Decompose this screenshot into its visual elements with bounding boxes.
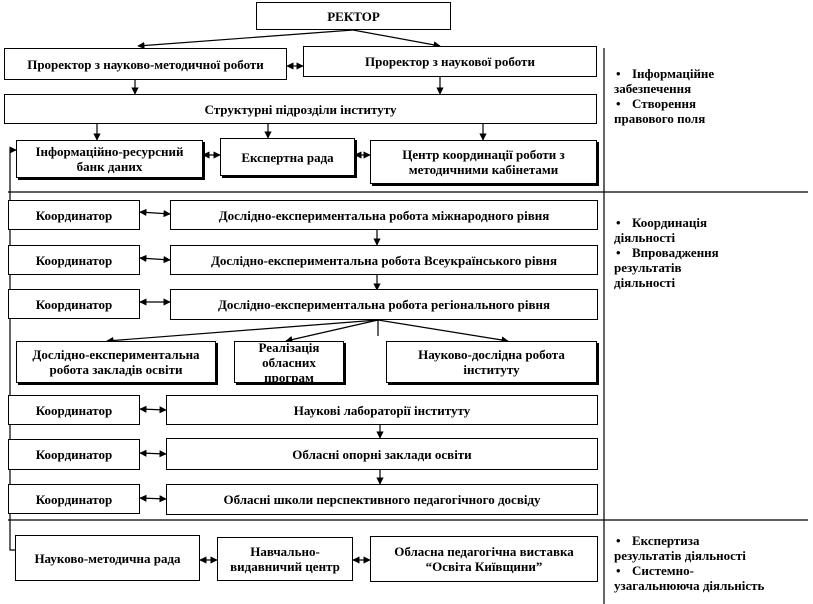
research-line2: інституту	[463, 362, 520, 377]
structural-units-label: Структурні підрозділи інституту	[204, 101, 397, 117]
coordinator-box: Координатор	[8, 200, 140, 230]
coordinator-box: Координатор	[8, 289, 140, 319]
experimental-regional-label: Дослідно-експериментальна робота регіона…	[217, 297, 551, 312]
coord-center-line2: методичними кабінетами	[408, 162, 559, 177]
experimental-international-box: Дослідно-експериментальна робота міжнаро…	[170, 200, 598, 230]
expert-council-box: Експертна рада	[220, 138, 355, 176]
note-item: Впровадження	[614, 245, 810, 260]
info-bank-line2: банк даних	[76, 159, 143, 174]
support-schools-box: Обласні опорні заклади освіти	[166, 438, 598, 470]
prorector-scientific-methodical-label: Проректор з науково-методичної роботи	[27, 56, 264, 72]
rector-label: РЕКТОР	[327, 8, 380, 24]
publishing-line1: Навчально-	[250, 544, 320, 559]
coordinator-label: Координатор	[35, 447, 113, 462]
experience-schools-label: Обласні школи перспективного педагогічно…	[223, 492, 541, 507]
expert-council-label: Експертна рада	[241, 149, 334, 165]
notes-section-3: Експертиза результатів діяльності Систем…	[614, 533, 810, 593]
experimental-international-label: Дослідно-експериментальна робота міжнаро…	[218, 207, 550, 223]
prorector-scientific-methodical-box: Проректор з науково-методичної роботи	[4, 48, 287, 80]
coordinator-label: Координатор	[35, 296, 113, 312]
coordinator-label: Координатор	[35, 402, 113, 418]
research-line1: Науково-дослідна робота	[418, 347, 565, 362]
exhibition-line1: Обласна педагогічна виставка	[394, 544, 574, 559]
support-schools-label: Обласні опорні заклади освіти	[292, 446, 472, 462]
exhibition-line2: “Освіта Київщини”	[425, 559, 543, 574]
publishing-center-box: Навчально- видавничий центр	[217, 537, 353, 581]
programs-line1: Реалізація	[258, 339, 320, 355]
rector-box: РЕКТОР	[256, 2, 451, 30]
schools-line2: робота закладів освіти	[49, 362, 183, 377]
notes-section-2: Координація діяльності Впровадження резу…	[614, 215, 810, 290]
institute-research-box: Науково-дослідна робота інституту	[386, 341, 597, 383]
programs-line2: обласних програм	[262, 354, 316, 385]
publishing-line2: видавничий центр	[230, 559, 340, 574]
info-bank-line1: Інформаційно-ресурсний	[35, 144, 184, 159]
note-item: Системно-	[614, 563, 810, 578]
schools-line1: Дослідно-експериментальна	[32, 347, 200, 362]
schools-experimental-box: Дослідно-експериментальна робота закладі…	[16, 341, 216, 383]
coordinator-box: Координатор	[8, 439, 140, 470]
experience-schools-box: Обласні школи перспективного педагогічно…	[166, 484, 598, 515]
note-item: Створення	[614, 96, 810, 111]
prorector-scientific-label: Проректор з наукової роботи	[365, 54, 535, 69]
experimental-regional-box: Дослідно-експериментальна робота регіона…	[170, 289, 598, 320]
experimental-national-label: Дослідно-експериментальна робота Всеукра…	[210, 252, 558, 268]
coord-center-line1: Центр координації роботи з	[402, 147, 565, 162]
coordinator-box: Координатор	[8, 245, 140, 275]
method-council-label: Науково-методична рада	[34, 550, 181, 566]
structural-units-box: Структурні підрозділи інституту	[4, 94, 597, 124]
note-item: Експертиза	[614, 533, 810, 548]
method-council-box: Науково-методична рада	[15, 535, 200, 581]
note-item: Інформаційне	[614, 66, 810, 81]
coordination-center-box: Центр координації роботи з методичними к…	[370, 140, 597, 184]
coordinator-box: Координатор	[8, 484, 140, 514]
note-item: Координація	[614, 215, 810, 230]
coordinator-label: Координатор	[35, 252, 113, 268]
scientific-labs-box: Наукові лабораторії інституту	[166, 395, 598, 425]
experimental-national-box: Дослідно-експериментальна робота Всеукра…	[170, 245, 598, 275]
coordinator-box: Координатор	[8, 395, 140, 425]
coordinator-label: Координатор	[35, 491, 113, 507]
prorector-scientific-box: Проректор з наукової роботи	[303, 46, 597, 77]
coordinator-label: Координатор	[35, 207, 113, 223]
info-resource-bank-box: Інформаційно-ресурсний банк даних	[16, 140, 203, 178]
regional-programs-box: Реалізація обласних програм	[234, 339, 344, 385]
notes-section-1: Інформаційне забезпечення Створення прав…	[614, 66, 810, 126]
scientific-labs-label: Наукові лабораторії інституту	[293, 402, 471, 418]
exhibition-box: Обласна педагогічна виставка “Освіта Киї…	[370, 536, 598, 582]
